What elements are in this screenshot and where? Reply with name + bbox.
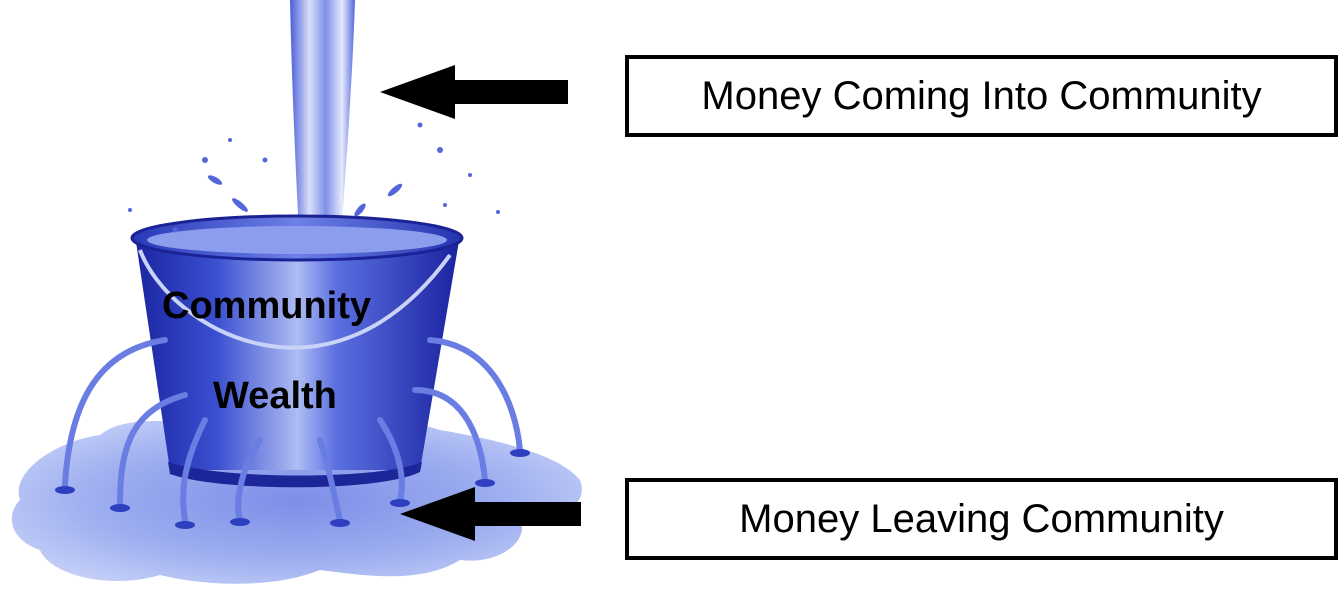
water-stream-shape bbox=[290, 0, 355, 250]
bucket-label-wealth: Wealth bbox=[213, 375, 337, 418]
arrow-in-icon bbox=[380, 65, 568, 119]
bucket-body-shape bbox=[135, 235, 460, 470]
money-in-label: Money Coming Into Community bbox=[701, 74, 1261, 119]
bucket-water-surface bbox=[147, 226, 447, 254]
money-out-label: Money Leaving Community bbox=[739, 497, 1224, 542]
bucket-label-community: Community bbox=[162, 285, 371, 328]
money-out-label-box: Money Leaving Community bbox=[625, 478, 1338, 560]
money-in-label-box: Money Coming Into Community bbox=[625, 55, 1338, 137]
